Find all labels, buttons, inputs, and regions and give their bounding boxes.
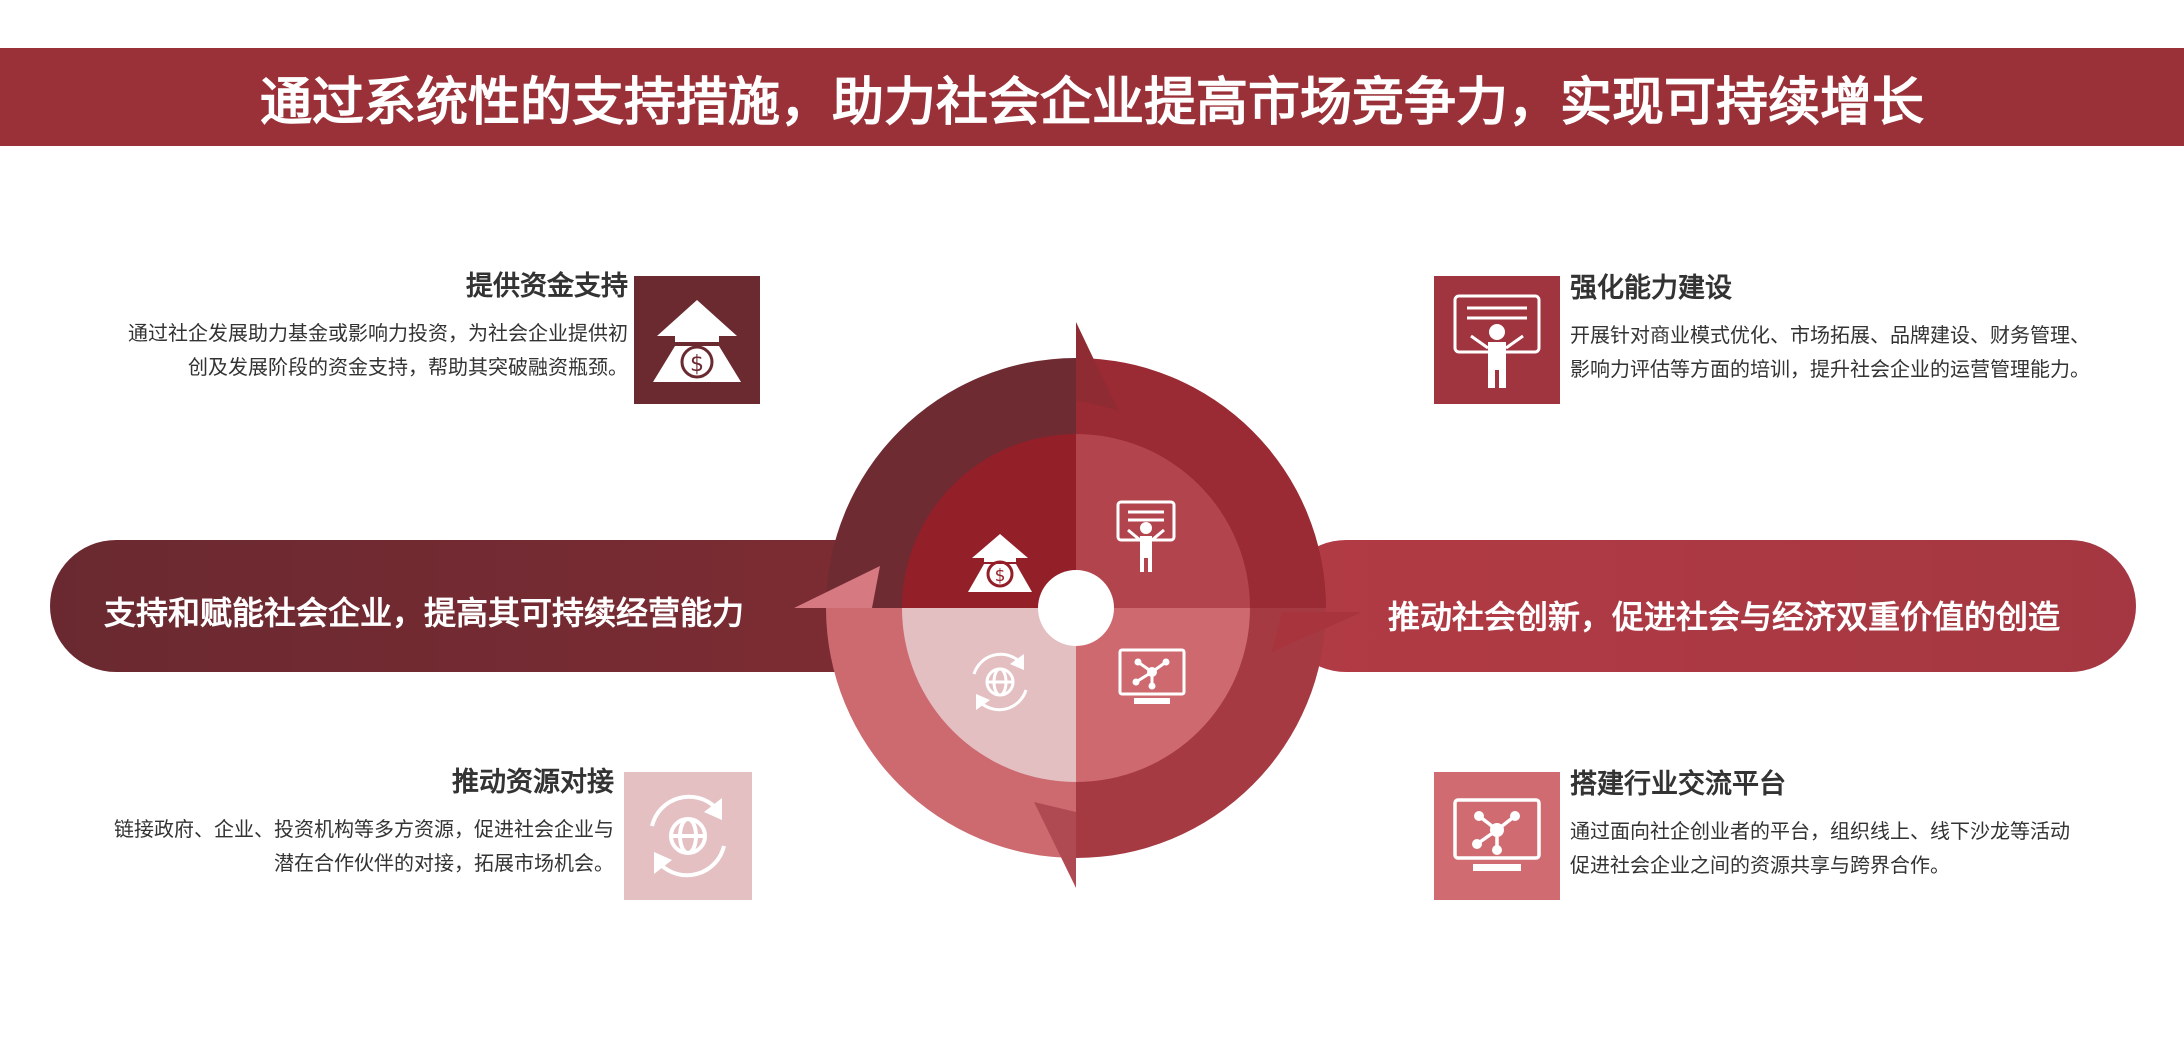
arrow-head-left [794,566,880,608]
capacity-icon-box [1434,276,1560,404]
quadrant-desc-line2: 促进社会企业之间的资源共享与跨界合作。 [1570,853,1950,877]
title-banner: 通过系统性的支持措施，助力社会企业提高市场竞争力，实现可持续增长 [0,48,2184,146]
svg-text:$: $ [995,566,1006,586]
quadrant-platform: 搭建行业交流平台 通过面向社企创业者的平台，组织线上、线下沙龙等活动 促进社会企… [1570,768,2170,882]
outer-ring-top-left [826,358,1076,608]
quadrant-capacity: 强化能力建设 开展针对商业模式优化、市场拓展、品牌建设、财务管理、 影响力评估等… [1570,272,2170,386]
quadrant-desc-line1: 链接政府、企业、投资机构等多方资源，促进社会企业与 [114,817,614,841]
network-monitor-icon [1453,798,1541,871]
quadrant-desc-line1: 通过社企发展助力基金或影响力投资，为社会企业提供初 [128,321,628,345]
left-pill-text: 支持和赋能社会企业，提高其可持续经营能力 [104,594,745,632]
quadrant-desc-line2: 创及发展阶段的资金支持，帮助其突破融资瓶颈。 [188,355,628,379]
quadrant-heading: 推动资源对接 [452,767,614,798]
arrow-head-bottom [1034,802,1076,888]
svg-text:$: $ [690,352,704,377]
outer-ring-bottom-right [1076,608,1326,858]
presenter-icon [1116,500,1176,572]
money-up-icon: $ [653,300,741,382]
center-circle [1038,570,1114,646]
funding-icon-box: $ [634,276,760,404]
resources-icon-box [624,772,752,900]
platform-icon-box [1434,772,1560,900]
presenter-icon [1453,294,1541,388]
quadrant-desc-line2: 影响力评估等方面的培训，提升社会企业的运营管理能力。 [1570,357,2090,381]
right-pill-text: 推动社会创新，促进社会与经济双重价值的创造 [1388,598,2061,636]
network-monitor-icon [1118,648,1186,704]
arrow-head-top [1076,322,1118,410]
outer-ring-bottom-left [826,608,1076,858]
quadrant-heading: 提供资金支持 [466,271,628,302]
quadrant-desc-line1: 通过面向社企创业者的平台，组织线上、线下沙龙等活动 [1570,819,2070,843]
inner-bottom-left [902,608,1076,782]
quadrant-desc-line1: 开展针对商业模式优化、市场拓展、品牌建设、财务管理、 [1570,323,2090,347]
quadrant-heading: 搭建行业交流平台 [1570,769,1786,800]
left-pill [50,540,910,672]
page-title: 通过系统性的支持措施，助力社会企业提高市场竞争力，实现可持续增长 [259,72,1924,133]
inner-top-left [902,434,1076,608]
quadrant-funding: 提供资金支持 通过社企发展助力基金或影响力投资，为社会企业提供初 创及发展阶段的… [40,270,628,384]
quadrant-heading: 强化能力建设 [1570,273,1732,304]
money-up-icon: $ [968,534,1032,592]
quadrant-resources: 推动资源对接 链接政府、企业、投资机构等多方资源，促进社会企业与 潜在合作伙伴的… [30,766,614,880]
outer-ring-top-right [1076,358,1326,608]
arrow-head-right [1272,612,1362,652]
globe-cycle-icon [972,652,1028,712]
right-pill [1280,540,2136,672]
globe-cycle-icon [650,794,726,878]
quadrant-desc-line2: 潜在合作伙伴的对接，拓展市场机会。 [274,851,614,875]
